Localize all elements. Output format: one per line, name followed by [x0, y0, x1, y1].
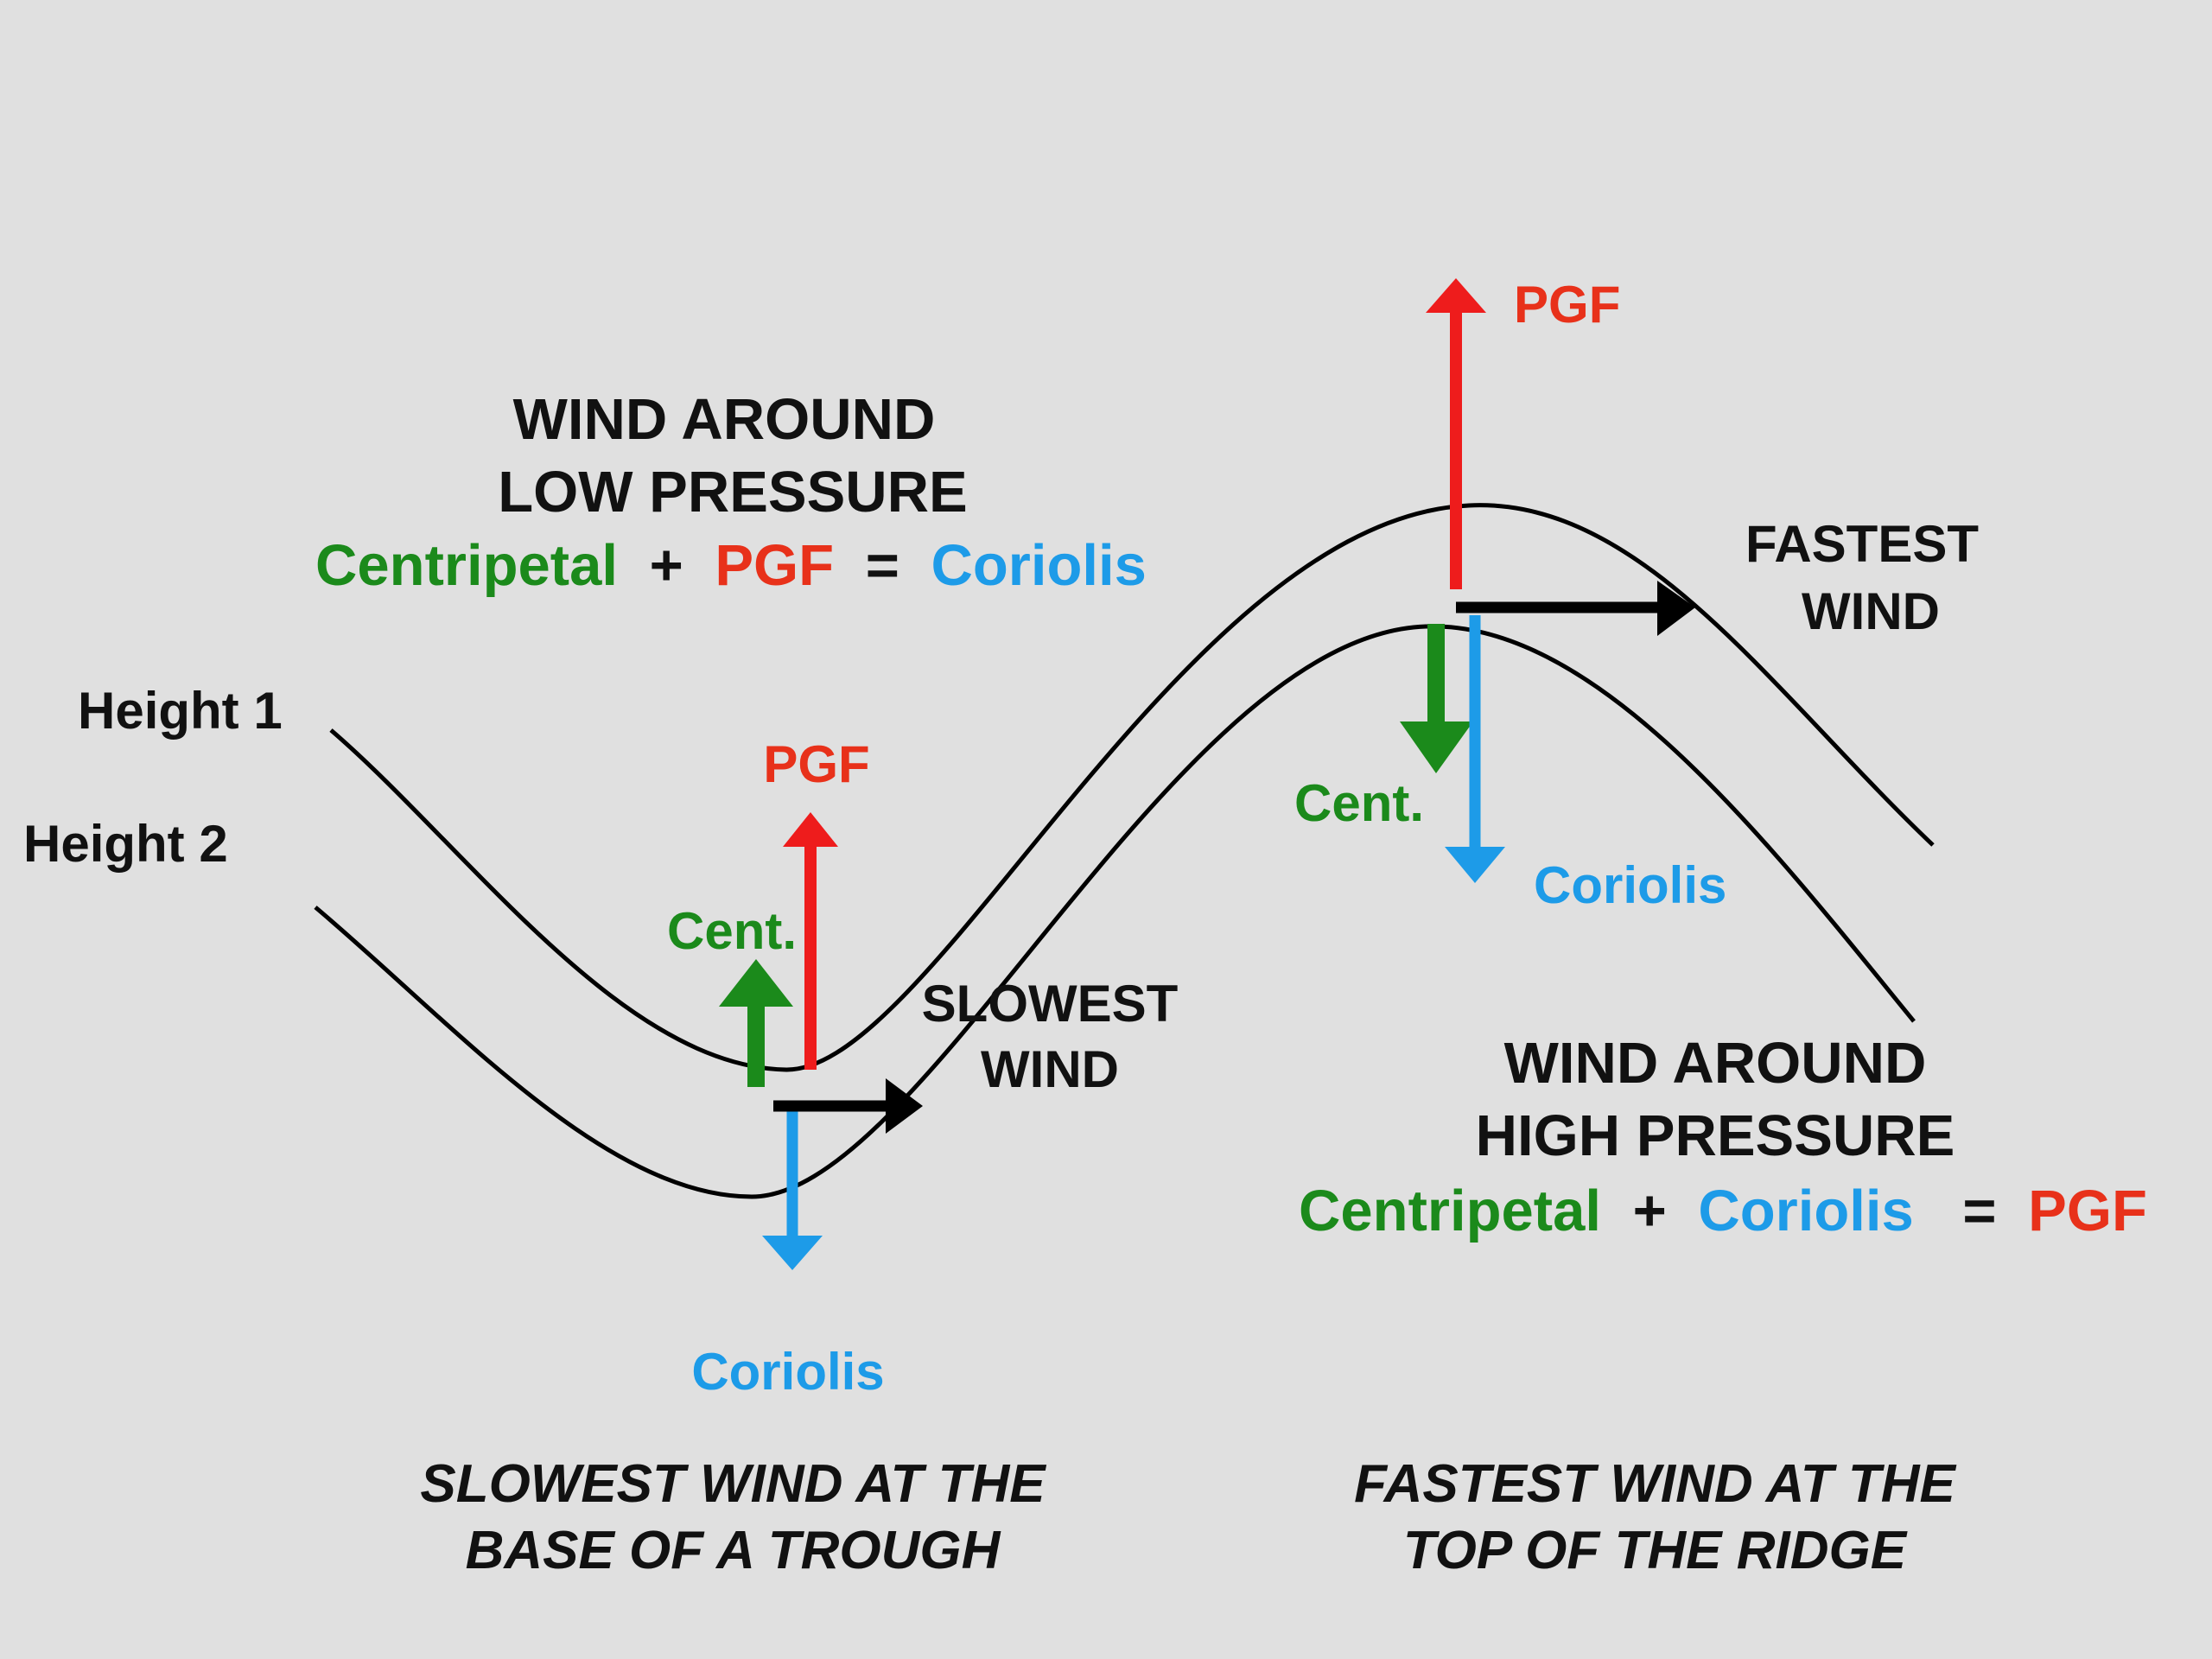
- trough-wind-label-line2: WIND: [981, 1040, 1119, 1098]
- ridge-wind-label-line1: FASTEST: [1745, 515, 1979, 573]
- ridge-wind-label-line2: WIND: [1802, 582, 1940, 640]
- height2-contour: [314, 624, 1916, 1199]
- low-title-line1: WIND AROUND: [513, 387, 936, 452]
- ridge-coriolis-label: Coriolis: [1534, 856, 1726, 914]
- ridge-pgf-arrowhead: [1426, 278, 1486, 313]
- low-eq-plus: +: [650, 533, 683, 598]
- height1-contour: [329, 503, 1935, 1072]
- trough-caption-line2: BASE OF A TROUGH: [466, 1521, 1001, 1580]
- high-eq-pgf: PGF: [2028, 1179, 2147, 1243]
- ridge-caption-line2: TOP OF THE RIDGE: [1403, 1521, 1908, 1580]
- low-equation: Centripetal + PGF = Coriolis: [315, 533, 1147, 598]
- low-eq-coriolis: Coriolis: [931, 533, 1146, 598]
- high-eq-plus: +: [1633, 1179, 1667, 1243]
- trough-cent-arrowhead: [719, 959, 793, 1007]
- ridge-caption-line1: FASTEST WIND AT THE: [1354, 1454, 1956, 1514]
- trough-pgf-label: PGF: [763, 735, 869, 793]
- ridge-pgf-label: PGF: [1514, 276, 1620, 334]
- high-eq-coriolis: Coriolis: [1698, 1179, 1913, 1243]
- trough-cent-label: Cent.: [667, 902, 797, 960]
- high-equation: Centripetal + Coriolis = PGF: [1299, 1179, 2147, 1243]
- low-title-line2: LOW PRESSURE: [498, 460, 968, 524]
- trough-caption-line1: SLOWEST WIND AT THE: [420, 1454, 1046, 1514]
- ridge-wind-arrowhead: [1657, 581, 1695, 636]
- trough-coriolis-arrowhead: [762, 1236, 823, 1270]
- trough-coriolis-label: Coriolis: [691, 1343, 884, 1401]
- high-eq-equals: =: [1962, 1179, 1996, 1243]
- low-eq-equals: =: [866, 533, 899, 598]
- ridge-coriolis-arrowhead: [1445, 847, 1505, 883]
- high-title-line1: WIND AROUND: [1504, 1031, 1927, 1096]
- trough-wind-arrowhead: [886, 1078, 923, 1134]
- trough-pgf-arrowhead: [783, 812, 838, 847]
- height2-label: Height 2: [23, 815, 228, 873]
- low-eq-centripetal: Centripetal: [315, 533, 618, 598]
- height1-label: Height 1: [78, 682, 283, 740]
- trough-wind-label-line1: SLOWEST: [922, 975, 1179, 1033]
- ridge-cent-label: Cent.: [1294, 774, 1424, 832]
- high-eq-centripetal: Centripetal: [1299, 1179, 1601, 1243]
- low-eq-pgf: PGF: [715, 533, 834, 598]
- high-title-line2: HIGH PRESSURE: [1476, 1103, 1955, 1168]
- ridge-cent-arrowhead: [1400, 721, 1473, 773]
